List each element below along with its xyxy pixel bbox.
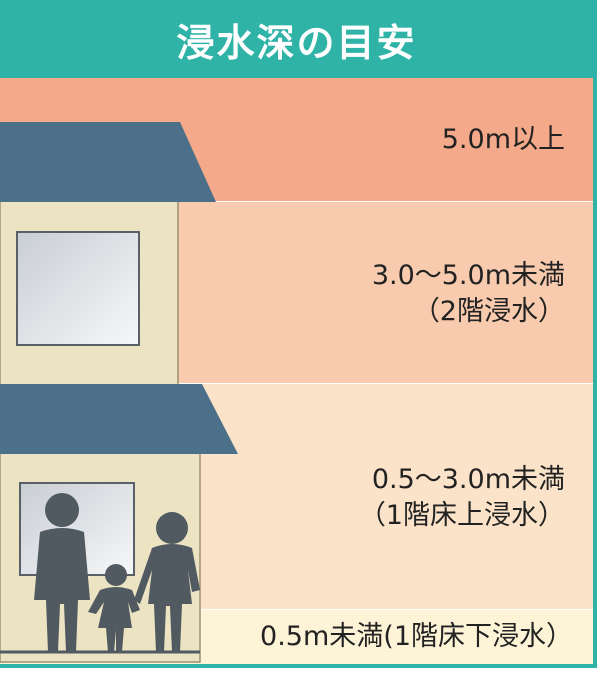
depth-label-line: （2階浸水） xyxy=(412,296,565,327)
page-title: 浸水深の目安 xyxy=(176,20,417,65)
title-bar: 浸水深の目安 xyxy=(0,0,593,78)
upper-window xyxy=(16,231,140,346)
depth-label-line: 0.5m未満(1階床下浸水） xyxy=(260,621,573,652)
family-silhouette-icon xyxy=(34,493,200,652)
house-illustration xyxy=(0,122,238,663)
flood-depth-diagram: 5.0m以上 3.0〜5.0m未満 （2階浸水） 0.5〜3.0m未満 （1階床… xyxy=(0,0,597,668)
depth-label-line: （1階床上浸水） xyxy=(358,500,565,531)
lower-roof xyxy=(0,384,238,454)
depth-label-5m-plus: 5.0m以上 xyxy=(442,122,565,158)
depth-label-line: 3.0〜5.0m未満 xyxy=(371,260,565,291)
depth-label-under-05m: 0.5m未満(1階床下浸水） xyxy=(260,619,573,655)
depth-label-05-3m: 0.5〜3.0m未満 （1階床上浸水） xyxy=(359,462,565,534)
depth-label-3-5m: 3.0〜5.0m未満 （2階浸水） xyxy=(372,258,565,330)
depth-label-line: 0.5〜3.0m未満 xyxy=(371,464,565,495)
depth-label-line: 5.0m以上 xyxy=(441,124,565,155)
upper-roof xyxy=(0,122,216,202)
